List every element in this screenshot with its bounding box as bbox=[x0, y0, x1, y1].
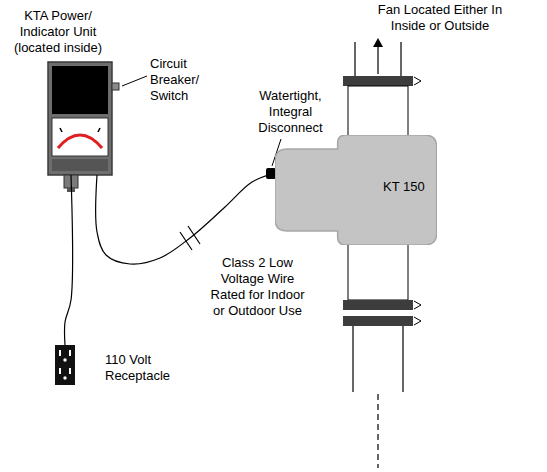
unit-housing bbox=[48, 62, 112, 175]
duct-clamp bbox=[343, 316, 413, 326]
clamp-screw bbox=[414, 301, 421, 309]
power-indicator-unit: KTA Power/ Indicator Unit (located insid… bbox=[48, 62, 112, 175]
fan-body bbox=[275, 135, 437, 245]
duct-wall bbox=[402, 326, 403, 392]
duct-clamp bbox=[343, 76, 413, 86]
airflow-arrowhead bbox=[373, 38, 383, 47]
outlet-slot bbox=[69, 368, 71, 374]
unit-screen bbox=[52, 66, 108, 114]
duct-wall bbox=[354, 42, 355, 76]
low-voltage-wire bbox=[96, 173, 275, 264]
outlet-ground bbox=[63, 376, 66, 379]
airflow-arrow bbox=[377, 46, 378, 74]
duct-centerline bbox=[377, 394, 378, 468]
outlet-slot bbox=[59, 350, 61, 356]
clamp-screw bbox=[414, 317, 421, 325]
receptacle: 110 Volt Receptacle bbox=[55, 345, 75, 385]
duct-drawing bbox=[343, 38, 421, 468]
duct-clamp bbox=[343, 300, 413, 310]
fan-model: KT 150 bbox=[383, 179, 425, 195]
leader-line bbox=[122, 76, 147, 86]
outlet-slot bbox=[69, 350, 71, 356]
disconnect-callout: Watertight, Integral Disconnect bbox=[248, 88, 333, 136]
meter-tick bbox=[60, 128, 62, 132]
clamp-screw bbox=[414, 77, 421, 85]
outlet-slot bbox=[59, 368, 61, 374]
fan-housing: KT 150 bbox=[275, 135, 437, 245]
receptacle-drawing bbox=[55, 345, 75, 385]
switch-callout: Circuit Breaker/ Switch bbox=[150, 56, 210, 104]
outlet-ground bbox=[63, 358, 66, 361]
indicator-unit-drawing bbox=[48, 62, 119, 192]
duct-wall bbox=[400, 42, 401, 76]
meter-scale bbox=[58, 135, 102, 148]
power-cord bbox=[65, 175, 73, 345]
meter-tick bbox=[98, 128, 100, 132]
meter-window bbox=[52, 118, 108, 156]
unit-title: KTA Power/ Indicator Unit (located insid… bbox=[3, 8, 113, 56]
fan-location-note: Fan Located Either In Inside or Outside bbox=[365, 2, 515, 34]
wire-spec-label: Class 2 Low Voltage Wire Rated for Indoo… bbox=[205, 255, 310, 319]
unit-base bbox=[52, 159, 108, 171]
receptacle-label: 110 Volt Receptacle bbox=[105, 352, 180, 384]
duct-wall bbox=[352, 326, 353, 392]
breaker-switch bbox=[112, 83, 119, 90]
receptacle-plate bbox=[55, 345, 75, 385]
